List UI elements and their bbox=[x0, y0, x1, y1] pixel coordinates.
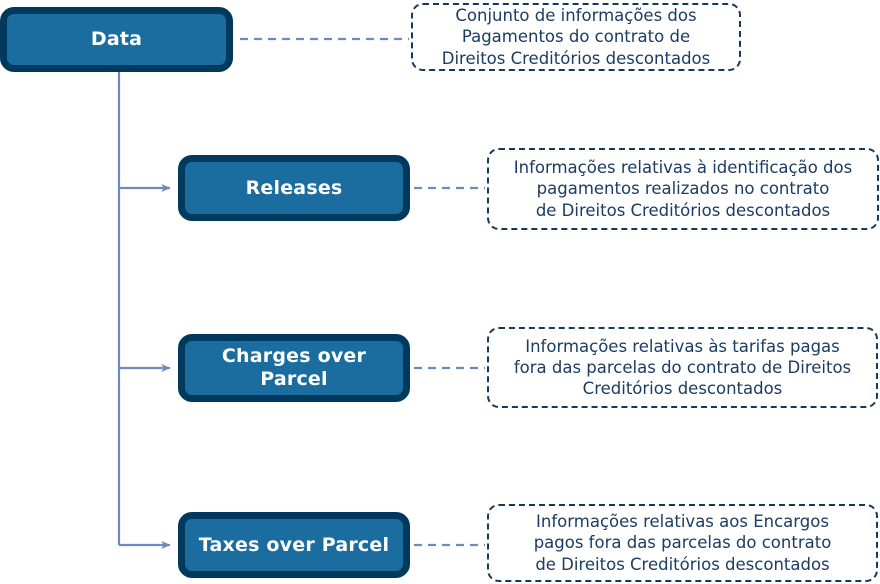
description-box-charges-over-parcel: Informações relativas às tarifas pagas f… bbox=[487, 327, 878, 408]
description-box-taxes-over-parcel-text: Informações relativas aos Encargos pagos… bbox=[533, 512, 832, 574]
node-data-label: Data bbox=[90, 28, 143, 51]
description-box-data-text: Conjunto de informações dos Pagamentos d… bbox=[441, 6, 711, 68]
description-box-charges-over-parcel-text: Informações relativas às tarifas pagas f… bbox=[513, 336, 852, 399]
node-releases[interactable]: Releases bbox=[178, 155, 410, 221]
node-taxes-over-parcel-label: Taxes over Parcel bbox=[198, 533, 390, 556]
description-box-taxes-over-parcel: Informações relativas aos Encargos pagos… bbox=[487, 504, 878, 582]
description-box-releases-text: Informações relativas à identificação do… bbox=[513, 158, 853, 220]
node-data[interactable]: Data bbox=[0, 7, 233, 72]
node-charges-over-parcel-label: Charges over Parcel bbox=[221, 345, 367, 390]
node-charges-over-parcel[interactable]: Charges over Parcel bbox=[178, 334, 410, 402]
node-releases-label: Releases bbox=[245, 176, 343, 199]
description-box-data: Conjunto de informações dos Pagamentos d… bbox=[411, 3, 741, 71]
description-box-releases: Informações relativas à identificação do… bbox=[487, 148, 879, 230]
node-taxes-over-parcel[interactable]: Taxes over Parcel bbox=[178, 512, 410, 578]
